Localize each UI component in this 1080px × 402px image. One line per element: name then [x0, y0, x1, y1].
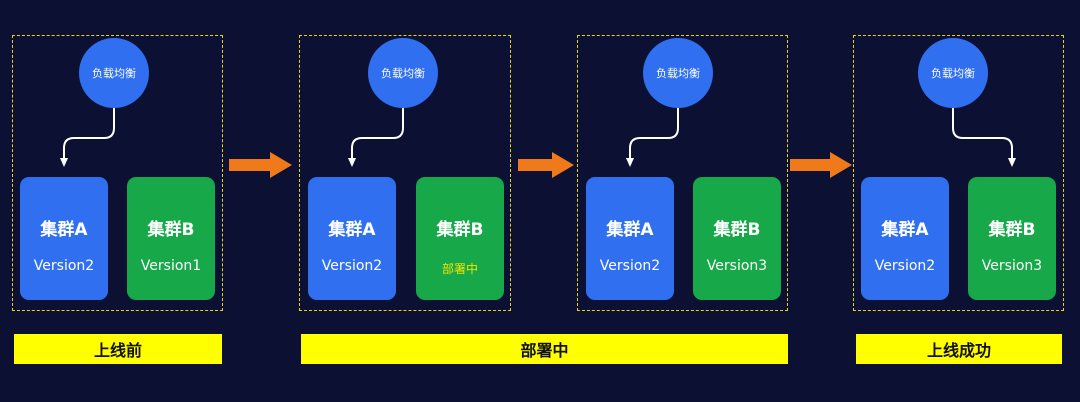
cluster-a-version: Version2: [321, 258, 383, 274]
cluster-a-version: Version2: [874, 258, 936, 274]
stage-label-before: 上线前: [14, 334, 222, 364]
cluster-b-version: 部署中: [441, 262, 478, 276]
stage-4-load-balancer: 负载均衡: [918, 38, 988, 108]
stage-3-route-arrow: [626, 108, 679, 167]
stage-2-panel: [299, 35, 511, 311]
stage-2-cluster-a: 集群A Version2: [308, 177, 396, 300]
cluster-a-name: 集群A: [606, 220, 654, 240]
transition-arrow-3: [790, 152, 852, 178]
stage-4-cluster-b: 集群B Version3: [968, 177, 1056, 300]
stage-label-deploying: 部署中: [301, 334, 788, 364]
cluster-a-name: 集群A: [881, 220, 929, 240]
stage-2-load-balancer: 负载均衡: [368, 38, 438, 108]
cluster-b-name: 集群B: [713, 220, 761, 240]
stage-4-route-arrow: [952, 108, 1016, 167]
stage-3-cluster-b: 集群B Version3: [693, 177, 781, 300]
cluster-b-name: 集群B: [988, 220, 1036, 240]
cluster-a-name: 集群A: [40, 220, 88, 240]
cluster-a-version: Version2: [33, 258, 95, 274]
cluster-b-name: 集群B: [436, 220, 484, 240]
stage-2-route-arrow: [348, 108, 404, 167]
stage-4-panel: [853, 35, 1064, 311]
stage-label-success: 上线成功: [856, 334, 1062, 364]
transition-arrow-2: [518, 152, 574, 178]
cluster-b-version: Version3: [981, 258, 1043, 274]
transition-arrow-1: [229, 152, 292, 178]
stage-1-panel: [12, 35, 223, 311]
stage-3-load-balancer: 负载均衡: [643, 38, 713, 108]
stage-1-cluster-a: 集群A Version2: [20, 177, 108, 300]
cluster-b-version: Version3: [706, 258, 768, 274]
cluster-b-version: Version1: [140, 258, 202, 274]
stage-1-load-balancer: 负载均衡: [79, 38, 149, 108]
stage-1-cluster-b: 集群B Version1: [127, 177, 215, 300]
cluster-a-version: Version2: [599, 258, 661, 274]
stage-3-cluster-a: 集群A Version2: [586, 177, 674, 300]
stage-1-route-arrow: [60, 108, 115, 167]
stage-2-cluster-b: 集群B 部署中: [416, 177, 504, 300]
stage-4-cluster-a: 集群A Version2: [861, 177, 949, 300]
cluster-a-name: 集群A: [328, 220, 376, 240]
stage-3-panel: [577, 35, 788, 311]
cluster-b-name: 集群B: [147, 220, 195, 240]
